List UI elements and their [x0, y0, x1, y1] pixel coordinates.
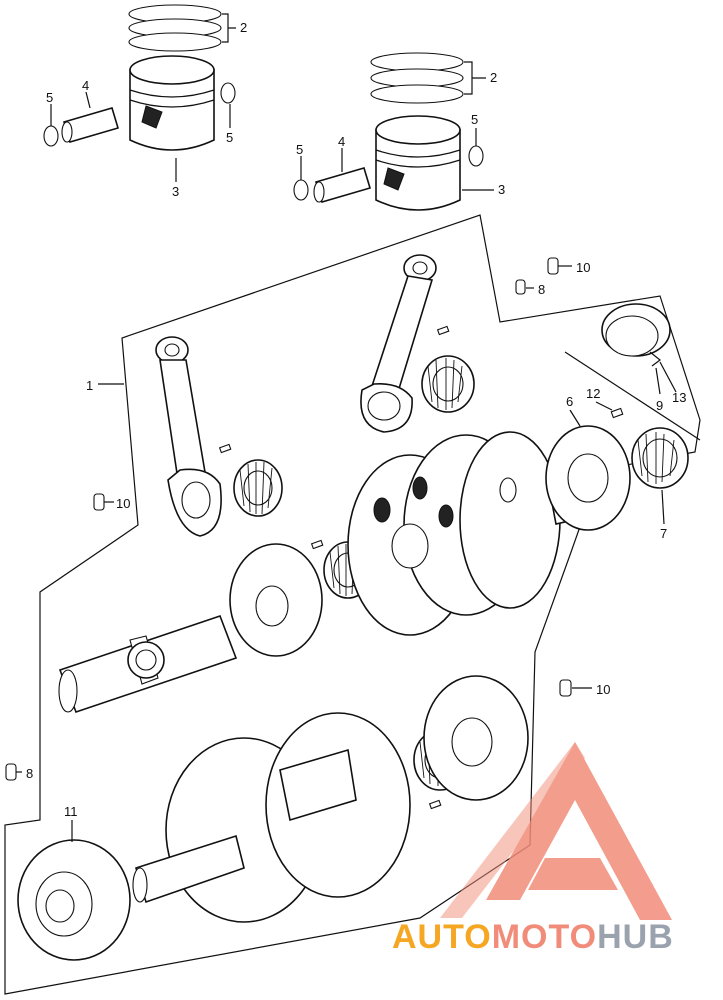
callout-13: 13 — [672, 390, 686, 405]
crank-output-shaft — [132, 834, 245, 904]
dowel-pin-8-top — [515, 279, 526, 295]
callout-1: 1 — [86, 378, 93, 393]
needle-bearing-rod-right — [421, 355, 475, 413]
crank-web-center — [229, 543, 323, 657]
crank-web-lower-left — [165, 712, 411, 923]
ball-bearing — [17, 839, 131, 961]
piston-rings-right — [370, 52, 464, 104]
callout-5-a: 5 — [46, 90, 53, 105]
watermark-auto: AUTO — [392, 918, 492, 956]
callout-5-b: 5 — [226, 130, 233, 145]
connecting-rod-left — [155, 336, 222, 537]
piston-right — [375, 115, 461, 211]
callout-9: 9 — [656, 398, 663, 413]
piston-pin-clip-right-b — [468, 145, 484, 167]
callout-2-left: 2 — [240, 20, 247, 35]
callout-3-right: 3 — [498, 182, 505, 197]
callout-10-top: 10 — [576, 260, 590, 275]
callout-12: 12 — [586, 386, 600, 401]
callout-11: 11 — [64, 804, 78, 819]
watermark-moto: MOTO — [491, 918, 598, 956]
piston-left — [129, 55, 215, 151]
piston-rings-left — [128, 4, 222, 52]
piston-pin-clip-right-a — [293, 179, 309, 201]
needle-bearing-right-end — [631, 427, 689, 489]
dowel-pin-10-lower — [559, 679, 572, 697]
watermark-logo — [440, 742, 672, 920]
dowel-pin-10-top — [547, 257, 559, 275]
connecting-rod-right — [360, 254, 437, 433]
watermark-text: AUTOMOTOHUB — [392, 918, 674, 957]
callout-5-d: 5 — [471, 112, 478, 127]
crank-end-ring — [545, 425, 631, 531]
dowel-pin-8-lower — [5, 763, 17, 781]
callout-8-lower: 8 — [26, 766, 33, 781]
callout-6: 6 — [566, 394, 573, 409]
callout-4-left: 4 — [82, 78, 89, 93]
outline-divider — [564, 351, 701, 441]
callout-7: 7 — [660, 526, 667, 541]
small-keys — [218, 325, 450, 810]
crank-web-upper-right — [459, 431, 561, 609]
callout-10-lower: 10 — [596, 682, 610, 697]
callout-2-right: 2 — [490, 70, 497, 85]
piston-pin-right — [313, 167, 371, 203]
callout-4-right: 4 — [338, 134, 345, 149]
callout-10-left: 10 — [116, 496, 130, 511]
oil-seal-ring — [601, 303, 671, 367]
dowel-pin-10-left — [93, 493, 105, 511]
needle-bearing-rod-left — [233, 459, 283, 517]
callout-5-c: 5 — [296, 142, 303, 157]
callout-3-left: 3 — [172, 184, 179, 199]
crank-web-lower-right — [423, 675, 529, 801]
key-pin-12 — [610, 407, 624, 419]
camshaft — [58, 614, 238, 714]
piston-pin-left — [61, 107, 119, 143]
leader-lines — [16, 13, 677, 842]
watermark-hub: HUB — [597, 918, 674, 956]
piston-pin-clip-left-b — [220, 82, 236, 104]
callout-8-top: 8 — [538, 282, 545, 297]
piston-pin-clip-left-a — [43, 125, 59, 147]
